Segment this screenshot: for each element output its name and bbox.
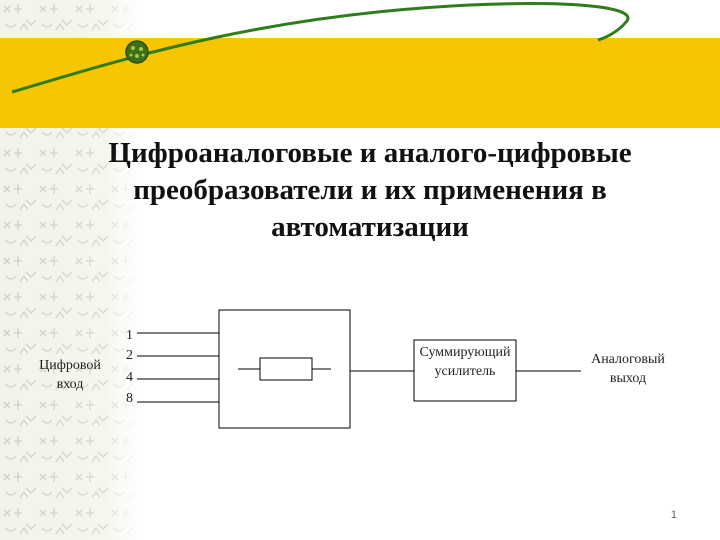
header-banner — [0, 38, 720, 128]
title-line: преобразователи и их применения в — [133, 174, 607, 206]
amplifier-label: Суммирующий усилитель — [419, 345, 511, 379]
swoosh-decoration — [11, 2, 630, 94]
slide-title: Цифроаналоговые и аналого-цифровые преоб… — [40, 135, 700, 246]
green-ball-icon — [125, 40, 149, 64]
bit-label-8: 8 — [126, 391, 133, 406]
digital-input-label: Цифровой вход — [39, 358, 101, 392]
bit-label-1: 1 — [126, 328, 133, 343]
resistor-network-block — [218, 309, 351, 429]
summing-amplifier-block — [413, 339, 517, 402]
page-number: 1 — [670, 509, 677, 521]
bit-label-4: 4 — [126, 370, 133, 385]
analog-output-label: Аналоговый выход — [591, 352, 665, 386]
title-line: Цифроаналоговые и аналого-цифровые — [108, 137, 632, 169]
title-line: автоматизации — [271, 211, 469, 243]
resistor-icon — [259, 357, 313, 381]
bit-label-2: 2 — [126, 348, 133, 363]
dac-block-diagram — [137, 309, 581, 429]
